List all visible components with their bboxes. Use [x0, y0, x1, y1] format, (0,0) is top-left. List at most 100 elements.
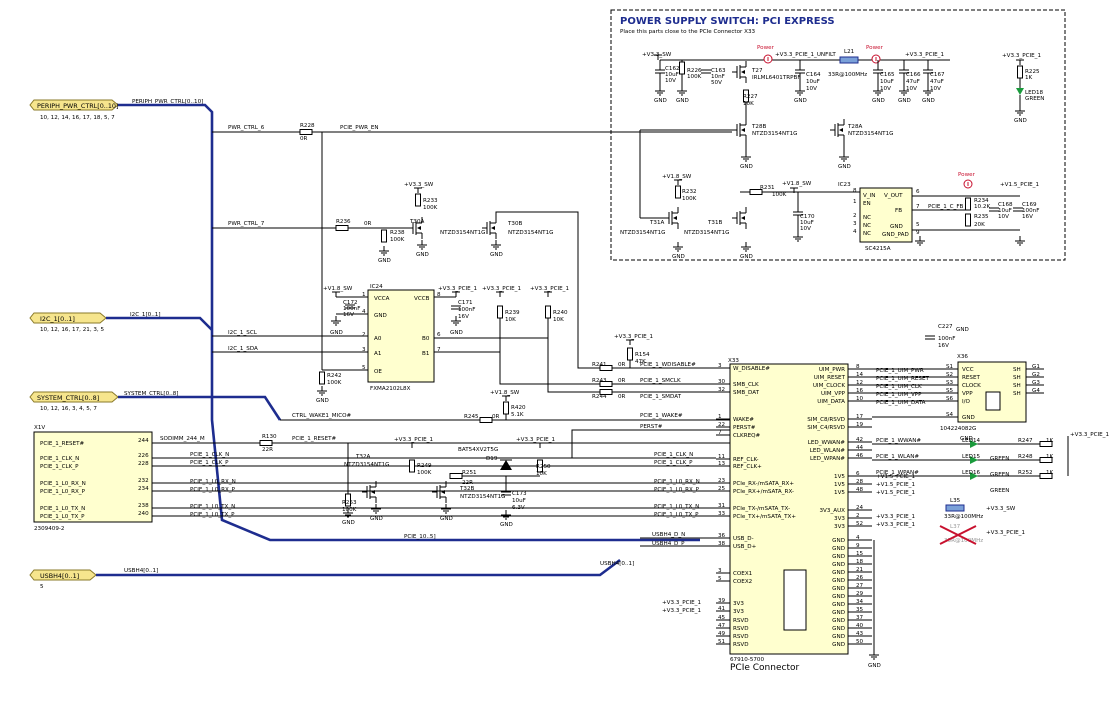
x1v-pin-num: 232: [138, 478, 149, 484]
x33-right-pin-num: 2: [856, 513, 860, 519]
r241-ref: R241: [592, 362, 607, 368]
r245-val: 0R: [492, 414, 500, 420]
c162-val: 10uF: [665, 72, 679, 78]
ic23-val: SC4215A: [865, 246, 891, 252]
x33-right-pin-name: 1V5: [834, 482, 845, 488]
x33-right-pin-num: 14: [856, 372, 864, 378]
x1v-pin-name: PCIE_1_L0_RX_N: [40, 481, 86, 487]
led18-val: GREEN: [1025, 96, 1044, 102]
gnd-label: GND: [316, 398, 329, 404]
led-resistor: [1039, 457, 1053, 463]
t32b-val: NTZD3154NT1G: [460, 494, 505, 500]
x33-left-pin-num: 1: [718, 414, 722, 420]
ic23-pin: NC: [863, 215, 871, 221]
r130-ref: R130: [262, 434, 277, 440]
net-label: PCIE_1_UIM_DATA: [876, 400, 926, 406]
t32a-val: NTZD3154NT1G: [344, 462, 389, 468]
x33-right-pin-name: GND: [832, 602, 845, 608]
x1v-ref: X1V: [34, 425, 45, 431]
ic24-pinnum: 5: [362, 365, 366, 371]
gnd-label: GND: [378, 258, 391, 264]
net-label: PCIE_1_WAKE#: [640, 413, 683, 419]
r154-val: 47K: [635, 359, 646, 365]
net-label: PCIE_1_UIM_CLK: [876, 384, 922, 390]
rail-label: +V3.3_PCIE_1: [905, 52, 944, 58]
r243-val: 0R: [618, 378, 626, 384]
c227-volt: 16V: [938, 343, 949, 349]
port-i2c[interactable]: [29, 312, 107, 324]
x33-left-pin-name: SMB_CLK: [733, 382, 759, 388]
net-label: PCIE_1_L0_TX_P: [190, 512, 235, 518]
x33-right-pin-num: 40: [856, 623, 864, 629]
c227-ref: C227: [938, 324, 953, 330]
ic23-pin: NC: [863, 231, 871, 237]
rail-label: +V3.3_PCIE_1: [438, 286, 477, 292]
x33-right-pin-name: SIM_C4/RSVD: [807, 425, 845, 431]
ic24-pinnum: 8: [437, 292, 441, 298]
x33-left-pin-name: USB_D-: [733, 536, 754, 542]
port-system-ctrl[interactable]: [29, 391, 119, 403]
gnd-label: GND: [898, 98, 911, 104]
c164-val: 10uF: [806, 79, 820, 85]
x33-right-pin-name: GND: [832, 618, 845, 624]
x1v-pin-name: PCIE_1_L0_TX_P: [40, 514, 85, 520]
gnd-label: GND: [740, 254, 753, 260]
r247-ref: R247: [1018, 438, 1033, 444]
l21-ref: L21: [844, 49, 855, 55]
bus-label: USBH4[0..1]: [600, 561, 634, 567]
ic24-pin: VCCB: [414, 296, 430, 302]
x33-right-pin-num: 21: [856, 567, 864, 573]
x33-left-pin-name: PERST#: [733, 425, 756, 431]
x36-pin-num: S2: [946, 372, 953, 378]
port-periph-pwr-ctrl[interactable]: [29, 99, 119, 111]
net-label: PCIE_1_CLK_N: [190, 452, 229, 458]
x33-right-pin-name: UIM_PWR: [819, 367, 845, 373]
ic23-pinnum: 5: [916, 222, 920, 228]
port-usbh4[interactable]: [29, 569, 97, 581]
rail-label: +V3.3_PCIE_1: [516, 437, 555, 443]
c171-val: 100nF: [458, 307, 475, 313]
gnd-label: GND: [416, 252, 429, 258]
x36-pin-num: S4: [946, 412, 954, 418]
r245-ref: R245: [464, 414, 479, 420]
gnd-label: GND: [672, 254, 685, 260]
x33-left-pin-num: 30: [718, 379, 726, 385]
r234-val: 10.2K: [974, 204, 990, 210]
x36-shield-num: G4: [1032, 388, 1040, 394]
t28a-ref: T28A: [847, 124, 863, 130]
rail-label: +V3.3_PCIE_1: [394, 437, 433, 443]
x33-left-pin-name: PCIe_TX-/mSATA_TX-: [733, 506, 790, 512]
x33-left-pin-num: 33: [718, 511, 726, 517]
gnd-label: GND: [440, 516, 453, 522]
x36-pin-num: S6: [946, 396, 954, 402]
net-label: USBH4_D_N: [652, 532, 685, 538]
power-block-frame: [610, 9, 1066, 261]
t30b-ref: T30B: [507, 221, 523, 227]
rail-label: +V3.3_PCIE_1: [662, 608, 701, 614]
x33-right-pin-name: UIM_DATA: [817, 399, 845, 405]
c227-val: 100nF: [938, 336, 955, 342]
x33-left-pin-num: 51: [718, 639, 726, 645]
port-periph-name: PERIPH_PWR_CTRL[0..10]: [37, 102, 119, 110]
net-label: PCIE_1_RESET#: [292, 436, 337, 442]
c170-ref: C170: [800, 214, 815, 220]
t31a-ref: T31A: [649, 220, 665, 226]
x33-right-pin-num: 6: [856, 471, 860, 477]
ic24-pinnum: 1: [362, 292, 366, 298]
x33-right-pin-num: 4: [856, 535, 860, 541]
l35-ref: L35: [950, 498, 961, 504]
port-periph-refs: 10, 12, 14, 16, 17, 18, 5, 7: [40, 115, 115, 121]
c170-val: 10uF: [800, 220, 814, 226]
ic24-pinnum: 3: [362, 347, 366, 353]
x33-left-pin-num: 11: [718, 454, 726, 460]
c169-ref: C169: [1022, 202, 1037, 208]
c171-ref: C171: [458, 300, 473, 306]
r233-val: 100K: [423, 205, 438, 211]
c168-volt: 10V: [998, 214, 1009, 220]
x33-right-pin-num: 50: [856, 639, 864, 645]
ic23-pinnum: 7: [916, 204, 920, 210]
x1v-val: 2309409-2: [34, 526, 65, 532]
ic23-chip: [859, 187, 913, 243]
port-system-refs: 10, 12, 16, 3, 4, 5, 7: [40, 406, 97, 412]
x1v-pin-name: PCIE_1_L0_TX_N: [40, 506, 85, 512]
